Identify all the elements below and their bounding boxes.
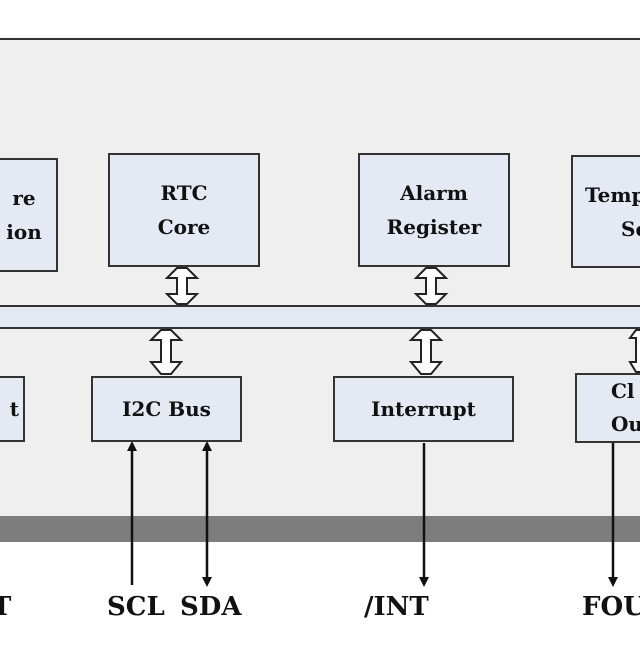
temperature-function-line2: ion [6,220,42,244]
chip-shadow [0,516,640,542]
left-bottom-block: t [0,376,25,442]
internal-bus [0,305,640,329]
alarm-register-line1: Alarm [400,181,468,205]
temperature-function-line1: re [12,186,36,210]
interrupt-block: Interrupt [333,376,514,442]
fout-label: FOUT [582,592,640,622]
rtc-core-line1: RTC [160,181,208,205]
i2c-bus-connector [148,329,184,375]
temperature-function-block: re ion [0,158,58,272]
alarm-register-line2: Register [386,215,482,239]
temperature-sensor-line1: Temp [585,182,640,207]
temperature-sensor-line2: Se [621,216,640,241]
sda-label: SDA [180,592,242,622]
int-label: /INT [364,592,429,622]
rtc-core-block: RTC Core [108,153,260,267]
i2c-bus-block: I2C Bus [91,376,242,442]
rtc-bus-connector [164,267,200,305]
clock-output-line1: Cl [611,379,635,403]
alarm-bus-connector [413,267,449,305]
interrupt-label: Interrupt [371,397,476,421]
i2c-bus-label: I2C Bus [122,397,211,421]
scl-label: SCL [107,592,165,622]
left-signal-label: T [0,592,12,622]
temperature-sensor-block: TempSe [571,155,640,268]
left-bottom-label: t [9,397,19,421]
rtc-core-line2: Core [157,215,211,239]
clock-output-line2: Ou [611,412,640,436]
clock-bus-connector [628,329,640,373]
interrupt-bus-connector [408,329,444,375]
